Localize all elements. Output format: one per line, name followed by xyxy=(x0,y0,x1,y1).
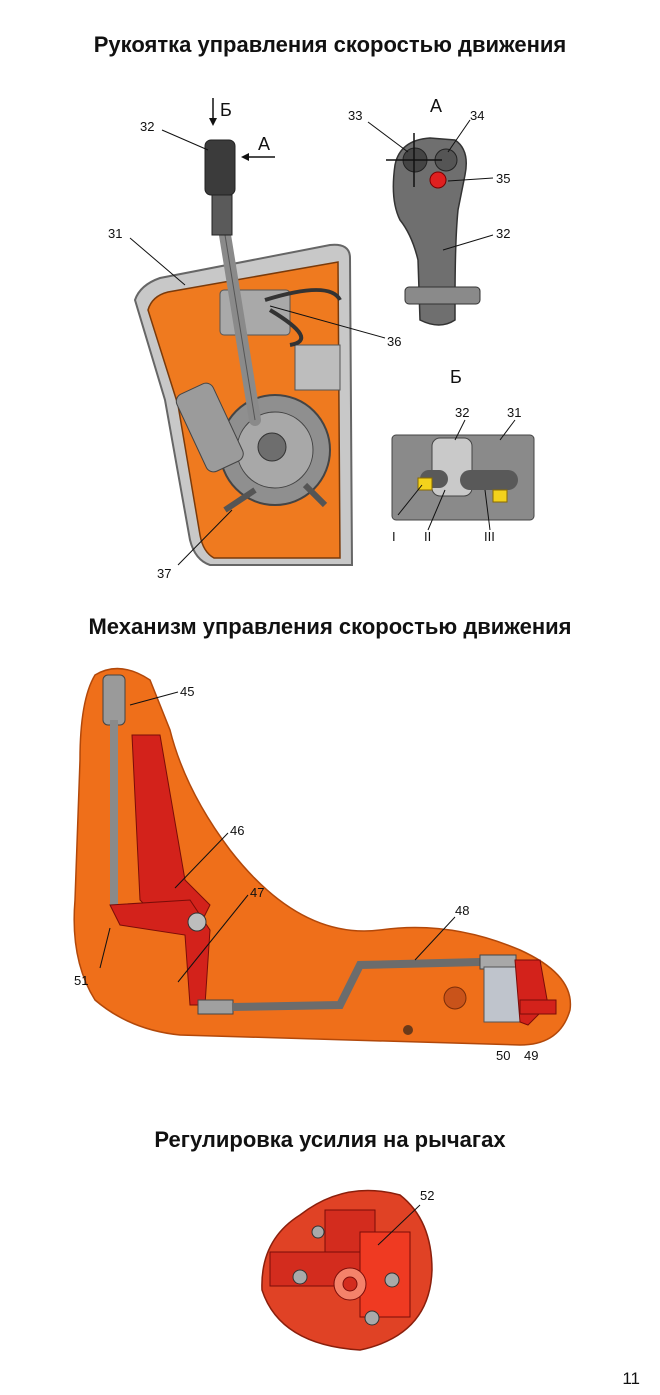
callout-32-panel: 32 xyxy=(455,405,469,420)
callout-49: 49 xyxy=(524,1048,538,1063)
callout-48: 48 xyxy=(455,903,469,918)
leader-48 xyxy=(414,916,456,961)
callout-34: 34 xyxy=(470,108,484,123)
leader-51 xyxy=(99,927,111,969)
callout-52: 52 xyxy=(420,1188,434,1203)
mechanism-illustration xyxy=(73,667,572,1046)
leader-37 xyxy=(177,509,233,566)
position-label-1: I xyxy=(392,529,396,544)
callout-37: 37 xyxy=(157,566,171,581)
callout-33: 33 xyxy=(348,108,362,123)
position-label-2: II xyxy=(424,529,431,544)
view-a-arrow-head xyxy=(241,153,249,161)
callout-31: 31 xyxy=(108,226,122,241)
view-b-arrow-head xyxy=(209,118,217,126)
callout-32-grip: 32 xyxy=(496,226,510,241)
callout-36: 36 xyxy=(387,334,401,349)
leader-33 xyxy=(367,121,409,153)
callout-35: 35 xyxy=(496,171,510,186)
leader-32-grip xyxy=(442,234,494,251)
leader-34 xyxy=(447,119,471,153)
page-number: 11 xyxy=(622,1369,640,1388)
leader-35 xyxy=(447,177,494,182)
view-b-marker: Б xyxy=(220,100,232,120)
callout-32: 32 xyxy=(140,119,154,134)
leader-36 xyxy=(269,305,386,339)
callout-50: 50 xyxy=(496,1048,510,1063)
grip-view-a-label: А xyxy=(430,96,442,116)
callout-31-panel: 31 xyxy=(507,405,521,420)
callout-46: 46 xyxy=(230,823,244,838)
view-b-caption: Б xyxy=(450,367,462,387)
leader-45 xyxy=(129,691,179,706)
leader-31-left xyxy=(129,237,186,286)
position-label-3: III xyxy=(484,529,495,544)
leader-52 xyxy=(377,1204,421,1246)
callout-51: 51 xyxy=(74,973,88,988)
title-handle: Рукоятка управления скоростью движения xyxy=(93,32,567,57)
title-adjust: Регулировка усилия на рычагах xyxy=(154,1127,506,1152)
grip-closeup-illustration xyxy=(386,133,481,326)
leader-32-left xyxy=(161,129,209,151)
view-a-marker: А xyxy=(258,134,270,154)
callout-47: 47 xyxy=(250,885,264,900)
title-mechanism: Механизм управления скоростью движения xyxy=(88,614,572,639)
leader-47 xyxy=(177,894,249,983)
leader-32-panel xyxy=(454,419,466,441)
leader-46 xyxy=(174,832,229,889)
handle-assembly-illustration xyxy=(133,139,354,566)
adjustment-illustration xyxy=(261,1189,433,1351)
callout-45: 45 xyxy=(180,684,194,699)
view-b-panel-illustration xyxy=(391,434,535,531)
leader-31-panel xyxy=(499,419,516,441)
